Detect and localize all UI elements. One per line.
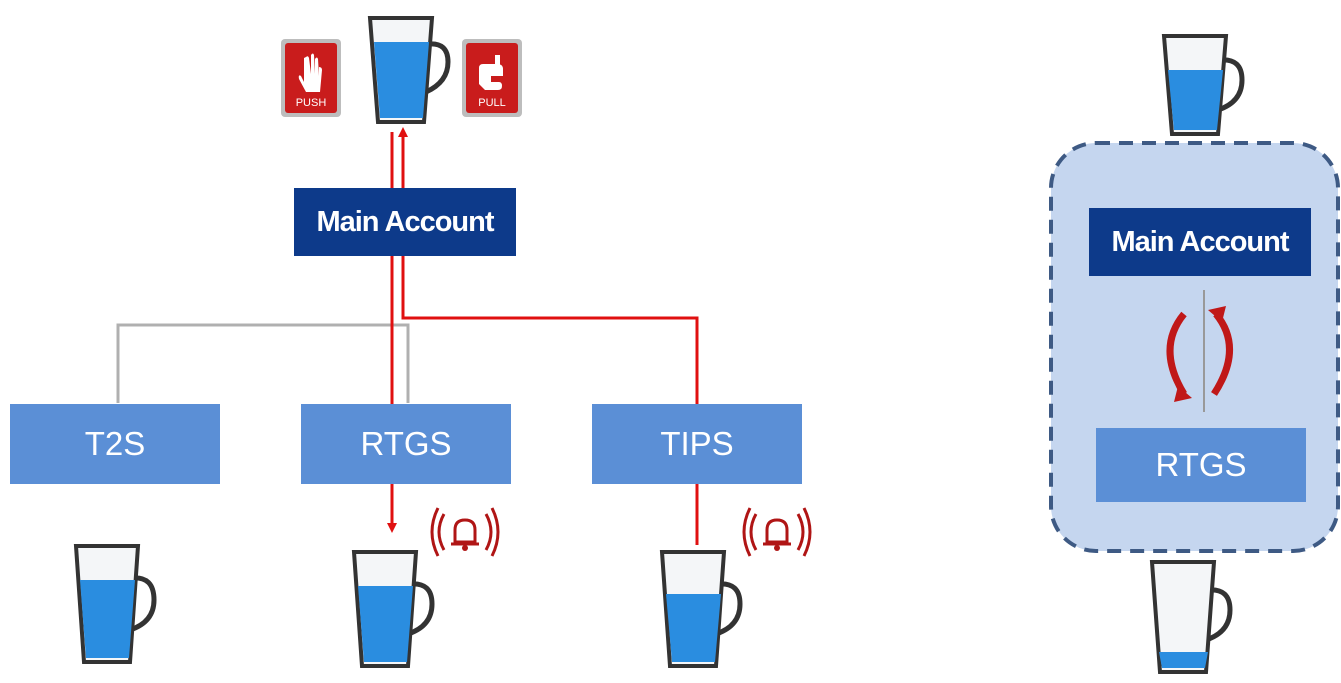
- tips-label: TIPS: [660, 425, 734, 462]
- push-icon: PUSH: [280, 38, 342, 118]
- pull-icon: PULL: [461, 38, 523, 118]
- cup-icon: [1144, 556, 1240, 678]
- sync-arrows-icon: [1150, 286, 1250, 416]
- alarm-bell-icon: [430, 502, 500, 564]
- main-account-box-right: Main Account: [1089, 208, 1311, 276]
- cup-icon: [362, 10, 458, 128]
- cup-icon: [1156, 30, 1252, 140]
- t2s-label: T2S: [84, 425, 146, 462]
- rtgs-label-right: RTGS: [1155, 446, 1247, 483]
- tips-box: TIPS: [592, 404, 802, 484]
- main-account-box: Main Account: [294, 188, 516, 256]
- cup-icon: [346, 546, 442, 672]
- alarm-bell-icon: [742, 502, 812, 564]
- svg-text:PUSH: PUSH: [296, 97, 327, 109]
- rtgs-label: RTGS: [360, 425, 452, 462]
- rtgs-box: RTGS: [301, 404, 511, 484]
- cup-icon: [68, 538, 164, 670]
- main-account-label: Main Account: [316, 205, 494, 238]
- main-account-label-right: Main Account: [1111, 225, 1289, 258]
- gray-connector: [116, 323, 410, 403]
- t2s-box: T2S: [10, 404, 220, 484]
- cup-icon: [654, 546, 750, 672]
- svg-text:PULL: PULL: [478, 97, 506, 109]
- rtgs-box-right: RTGS: [1096, 428, 1306, 502]
